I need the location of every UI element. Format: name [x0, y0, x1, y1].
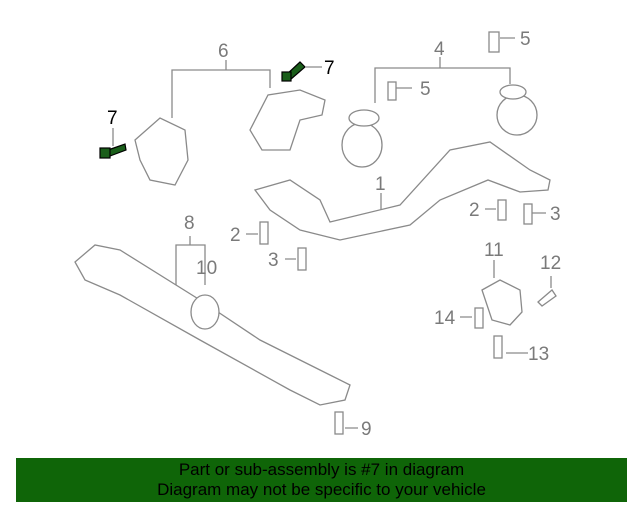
callout-5-mid: 5 [420, 79, 431, 100]
callout-6: 6 [218, 41, 229, 62]
callout-2-right: 2 [469, 200, 480, 221]
banner-line-2: Diagram may not be specific to your vehi… [157, 480, 486, 499]
part-info-banner: Part or sub-assembly is #7 in diagram Di… [16, 458, 627, 502]
leader-lines [112, 37, 552, 429]
bushing-part-10 [190, 294, 220, 330]
engine-mount-left [341, 109, 383, 168]
callout-4: 4 [434, 39, 445, 60]
bracket-part-11 [481, 279, 523, 326]
callout-2-left: 2 [230, 225, 241, 246]
highlighted-bolt-7-top [281, 61, 306, 82]
callout-13: 13 [528, 344, 549, 365]
callout-14: 14 [434, 308, 456, 329]
callout-3-right: 3 [550, 204, 561, 225]
callout-7-top: 7 [324, 58, 335, 79]
subframe-part-1 [253, 141, 551, 241]
highlighted-bolt-7-left [99, 143, 127, 159]
callout-7-left: 7 [107, 108, 118, 129]
bolts [259, 31, 557, 435]
callout-5-top: 5 [520, 29, 531, 50]
mount-bracket-left [134, 117, 189, 186]
callout-12: 12 [540, 253, 561, 274]
callout-3-left: 3 [268, 250, 279, 271]
banner-line-1: Part or sub-assembly is #7 in diagram [178, 460, 465, 479]
callout-8: 8 [184, 213, 195, 234]
engine-mount-right [496, 84, 538, 136]
mount-bracket-right [249, 89, 326, 151]
callout-10: 10 [196, 258, 217, 279]
callout-1: 1 [375, 174, 386, 195]
callout-11: 11 [484, 240, 504, 261]
callout-9: 9 [361, 419, 372, 440]
